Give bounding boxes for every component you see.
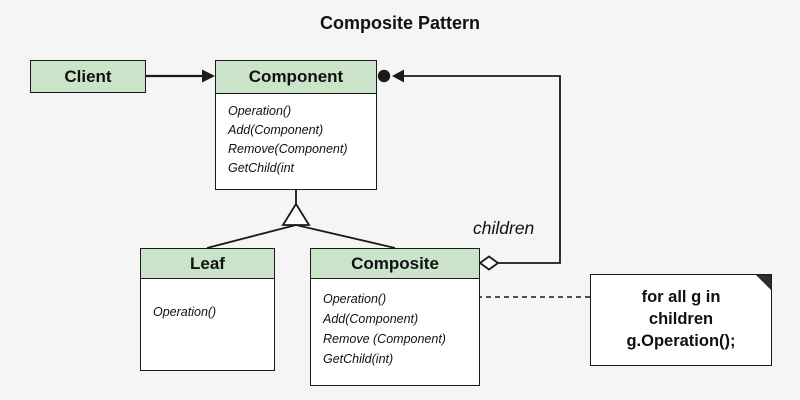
children-label: children	[473, 218, 535, 238]
method: GetChild(int)	[323, 352, 394, 366]
composite-class-methods: Operation() Add(Component) Remove (Compo…	[311, 279, 479, 385]
method: Remove(Component)	[228, 142, 348, 156]
component-class: Component Operation() Add(Component) Rem…	[215, 60, 377, 190]
arrowhead-icon	[392, 69, 404, 83]
note-fold-icon	[756, 275, 771, 290]
method: Operation()	[228, 104, 292, 118]
note-text-line: children	[648, 310, 714, 328]
inheritance-connector	[206, 189, 396, 249]
composition-circle-icon	[377, 69, 391, 83]
method: GetChild(int	[228, 161, 294, 175]
branch-to-composite	[295, 224, 396, 249]
note-box: for all g in children g.Operation();	[590, 274, 772, 366]
composite-class-title: Composite	[311, 249, 479, 279]
leaf-class: Leaf Operation()	[140, 248, 275, 371]
leaf-class-title: Leaf	[141, 249, 274, 279]
component-class-methods: Operation() Add(Component) Remove(Compon…	[216, 94, 376, 189]
leaf-class-methods: Operation()	[141, 279, 274, 370]
composite-class: Composite Operation() Add(Component) Rem…	[310, 248, 480, 386]
aggregation-connector	[377, 69, 561, 271]
method: Add(Component)	[228, 123, 324, 137]
diagram-title: Composite Pattern	[319, 13, 481, 33]
branch-to-leaf	[206, 224, 297, 249]
component-class-title: Component	[216, 61, 376, 94]
client-class-title: Client	[64, 66, 112, 86]
note-text-line: for all g in	[641, 288, 721, 306]
method: Operation()	[153, 305, 217, 319]
note-text-line: g.Operation();	[626, 332, 736, 350]
client-component-arrow	[146, 69, 215, 83]
aggregation-diamond-icon	[478, 255, 500, 271]
method: Add(Component)	[323, 312, 419, 326]
client-class: Client	[30, 60, 146, 93]
method: Operation()	[323, 292, 387, 306]
arrowhead-icon	[202, 69, 215, 83]
method: Remove (Component)	[323, 332, 446, 346]
inheritance-triangle-icon	[281, 202, 311, 226]
